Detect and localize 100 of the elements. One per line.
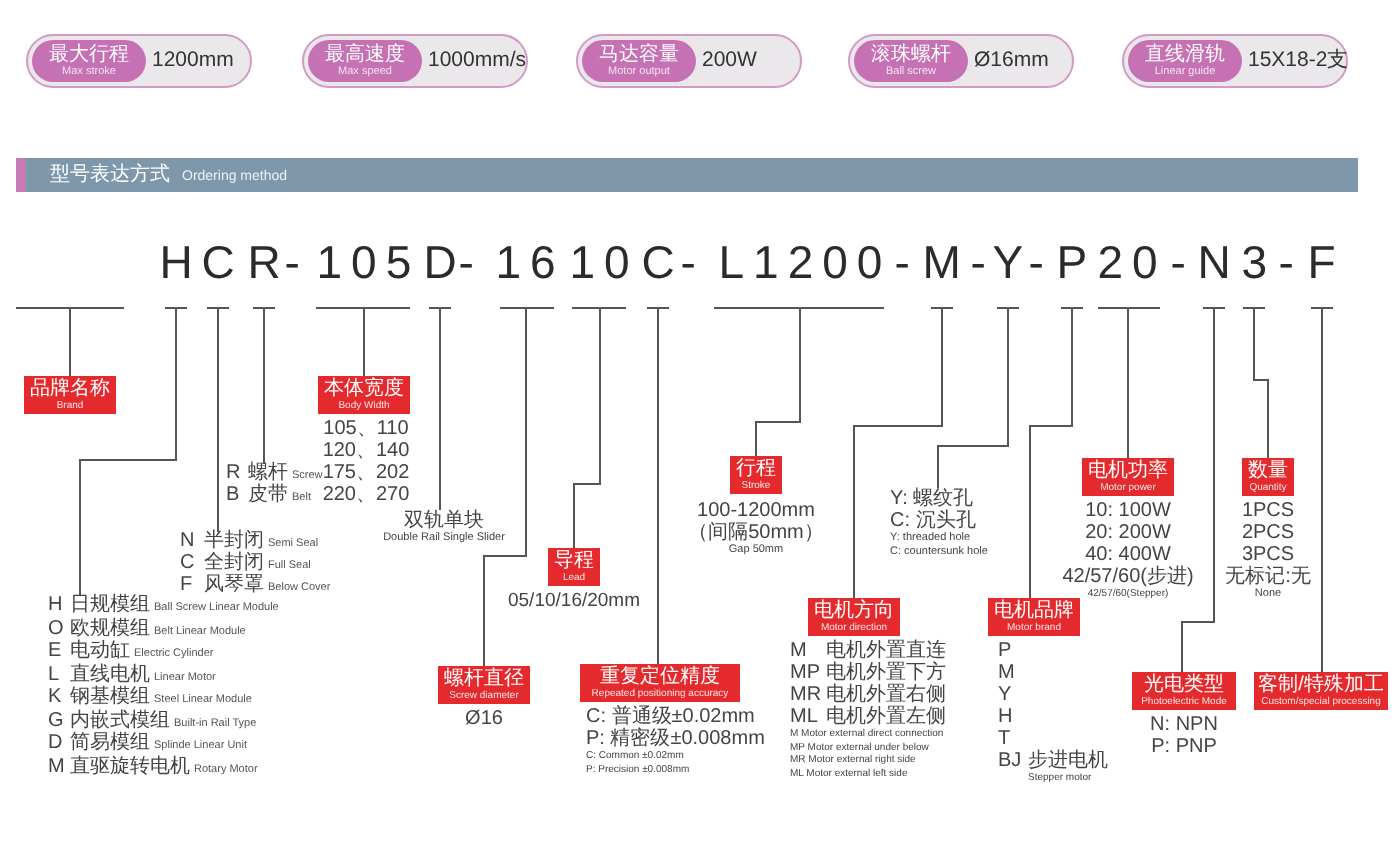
option-code: P [998, 640, 1012, 662]
option-text: C: 沉头孔 [890, 510, 976, 532]
model-code-text: C [641, 238, 675, 286]
code-separator: - [1278, 238, 1294, 286]
option-text: 皮带 [248, 486, 288, 506]
spec-label-pill [1128, 39, 1242, 81]
option-text: 1PCS [1241, 500, 1295, 522]
leader-line [1029, 306, 1084, 599]
code-separator: - [680, 238, 696, 286]
code-separator: - [1028, 238, 1044, 286]
leader-line [79, 306, 188, 597]
category-label-box [24, 376, 116, 414]
category-title: 电机品牌 [994, 600, 1074, 622]
option-code: N [180, 532, 197, 552]
option-text: P: 精密级±0.008mm [586, 728, 765, 750]
model-code-text: N [1197, 238, 1231, 286]
spec-pill [848, 34, 1074, 88]
category-title: 本体宽度 [324, 378, 404, 400]
option-code: ML [790, 706, 818, 728]
spec-label: 最大行程 [49, 43, 129, 65]
leader-line [853, 306, 954, 599]
category-label-box [988, 598, 1080, 636]
spec-label: 直线滑轨 [1145, 43, 1225, 65]
code-separator: - [284, 238, 300, 286]
category-title: 重复定位精度 [600, 666, 720, 688]
spec-pill [302, 34, 528, 88]
option-code: M [998, 662, 1015, 684]
category-title: 客制/特殊加工 [1258, 674, 1384, 696]
option-code: BJ [998, 750, 1022, 772]
category-label-box [1082, 458, 1174, 496]
spec-value: 200W [702, 48, 757, 72]
option-text: 内嵌式模组 [70, 711, 170, 731]
option-code: H [48, 596, 65, 616]
model-code-text: Y [992, 238, 1024, 286]
spec-label: 滚珠螺杆 [871, 43, 951, 65]
option-code: O [48, 619, 66, 639]
option-text: 100-1200mm [697, 500, 815, 522]
option-text: 直线电机 [70, 665, 150, 685]
option-text: 220、270 [322, 484, 410, 506]
option-code: G [48, 711, 66, 731]
model-code-text: 3 [1241, 238, 1267, 286]
category-title: 电机方向 [814, 600, 894, 622]
spec-label-pill [854, 39, 968, 81]
leader-line [1242, 306, 1269, 459]
option-text: 全封闭 [204, 554, 264, 574]
option-text: 05/10/16/20mm [508, 590, 640, 612]
leader-line [15, 306, 125, 377]
category-title: 品牌名称 [30, 378, 110, 400]
model-code-text: L1200 [718, 238, 882, 286]
option-text: 日规模组 [70, 596, 150, 616]
model-code-text: P [1056, 238, 1088, 286]
model-code-text: 16 [495, 238, 557, 286]
leader-line [1310, 306, 1334, 673]
option-text: 105、110 [323, 418, 409, 440]
option-text: 2PCS [1241, 522, 1295, 544]
category-title: 光电类型 [1144, 674, 1224, 696]
option-text: 风琴罩 [204, 576, 264, 596]
category-title: 数量 [1248, 460, 1288, 482]
category-label-box [730, 456, 782, 494]
spec-label-pill [582, 39, 696, 81]
category-label-box [580, 664, 740, 702]
option-text: 电机外置左侧 [826, 706, 946, 728]
option-text: 螺杆 [248, 464, 288, 484]
option-text: 电机外置右侧 [826, 684, 946, 706]
option-text: N: NPN [1150, 714, 1218, 736]
leader-line [428, 306, 452, 511]
category-title: 螺杆直径 [444, 668, 524, 690]
option-text: 40: 400W [1085, 544, 1171, 566]
option-code: MP [790, 662, 820, 684]
option-text: Y: 螺纹孔 [890, 488, 974, 510]
option-code: L [48, 665, 62, 685]
section-title: 型号表达方式 [50, 164, 170, 186]
spec-pill [26, 34, 252, 88]
option-code: T [998, 728, 1011, 750]
option-code: C [180, 554, 197, 574]
category-label-box [1254, 672, 1388, 710]
option-text: 简易模组 [70, 734, 150, 754]
option-text: P: PNP [1151, 736, 1217, 758]
code-separator: - [458, 238, 474, 286]
leader-line [937, 306, 1020, 489]
option-text: （间隔50mm） [688, 522, 824, 544]
model-code-text: M [922, 238, 962, 286]
model-code-text: R [247, 238, 281, 286]
option-text: 无标记:无 [1225, 566, 1311, 588]
code-separator: - [970, 238, 986, 286]
option-code: D [48, 734, 65, 754]
model-code-text: 10 [569, 238, 631, 286]
code-separator: - [1170, 238, 1186, 286]
option-text: 半封闭 [204, 532, 264, 552]
leader-line [1097, 306, 1161, 459]
option-text: 10: 100W [1085, 500, 1171, 522]
code-separator: - [894, 238, 910, 286]
model-code-text: 20 [1097, 238, 1159, 286]
category-title: 行程 [736, 458, 776, 480]
leader-line [252, 306, 276, 465]
spec-label-pill [308, 39, 422, 81]
spec-value: Ø16mm [974, 48, 1049, 72]
model-code-text: D [423, 238, 457, 286]
option-text: Ø16 [465, 708, 503, 730]
option-code: MR [790, 684, 822, 706]
